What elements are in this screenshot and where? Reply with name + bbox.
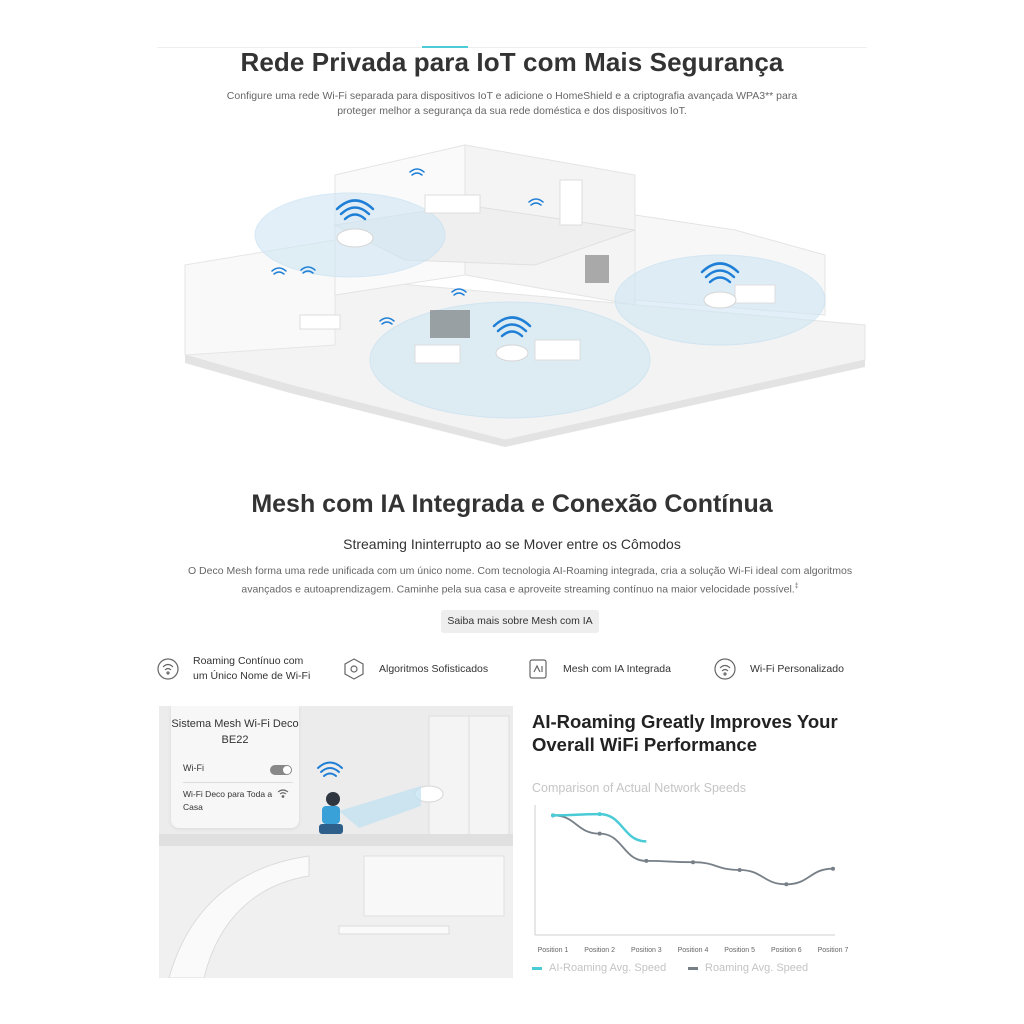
mesh-section-subtitle: Streaming Ininterrupto ao se Mover entre… bbox=[343, 536, 681, 552]
phone-network-name: Wi-Fi Deco para Toda a Casa bbox=[183, 789, 273, 812]
speed-comparison-chart: Position 1 Position 2 Position 3 Position 4… bbox=[534, 805, 849, 954]
phone-wifi-toggle bbox=[270, 765, 292, 775]
x-tick-label: Position 2 bbox=[584, 947, 615, 954]
feature-item-roaming: Roaming Contínuo com um Único Nome de Wi… bbox=[155, 652, 313, 686]
legend-swatch-roaming bbox=[688, 966, 698, 970]
data-point-roaming bbox=[644, 858, 649, 863]
custom-wifi-icon bbox=[712, 656, 738, 682]
iot-section-title: Rede Privada para IoT com Mais Segurança bbox=[240, 47, 784, 77]
data-point-roaming bbox=[784, 882, 789, 887]
data-point-roaming bbox=[691, 860, 695, 865]
mesh-section-title: Mesh com IA Integrada e Conexão Contínua bbox=[251, 490, 773, 518]
phone-card-title: Sistema Mesh Wi-Fi Deco BE22 bbox=[171, 718, 299, 746]
iot-section-description: Configure uma rede Wi-Fi separada para d… bbox=[226, 90, 798, 117]
data-point-ai-roaming bbox=[597, 812, 602, 817]
legend-swatch-ai-roaming bbox=[532, 966, 542, 970]
feature-item-ai-mesh: Mesh com IA Integrada bbox=[525, 652, 671, 686]
data-point-ai-roaming bbox=[551, 813, 555, 818]
x-tick-label: Position 7 bbox=[818, 947, 849, 954]
top-divider-accent bbox=[422, 46, 468, 48]
chart-title: Comparison of Actual Network Speeds bbox=[532, 781, 746, 795]
house-mesh-illustration bbox=[184, 144, 866, 447]
mesh-description-text: O Deco Mesh forma uma rede unificada com… bbox=[187, 565, 853, 596]
feature-label-ai-mesh: Mesh com IA Integrada bbox=[563, 662, 671, 675]
legend-item-roaming: Roaming Avg. Speed bbox=[688, 962, 808, 974]
roaming-scene-photo: Sistema Mesh Wi-Fi Deco BE22 Wi-Fi Wi-Fi… bbox=[159, 706, 513, 978]
feature-label-custom-wifi: Wi-Fi Personalizado bbox=[750, 662, 844, 675]
mesh-description-footnote: ‡ bbox=[794, 583, 799, 590]
algorithm-icon bbox=[341, 656, 367, 682]
data-point-roaming bbox=[737, 868, 742, 872]
phone-divider bbox=[183, 782, 293, 783]
ai-mesh-icon bbox=[525, 656, 551, 682]
roaming-icon bbox=[155, 656, 181, 682]
x-tick-label: Position 3 bbox=[631, 947, 662, 954]
x-tick-label: Position 6 bbox=[771, 947, 802, 954]
feature-item-custom-wifi: Wi-Fi Personalizado bbox=[712, 652, 844, 686]
legend-label-roaming: Roaming Avg. Speed bbox=[705, 962, 809, 974]
top-divider bbox=[157, 47, 867, 48]
feature-label-algorithms: Algoritmos Sofisticados bbox=[379, 662, 489, 675]
x-tick-label: Position 1 bbox=[538, 947, 569, 954]
feature-label-roaming: Roaming Contínuo com um Único Nome de Wi… bbox=[193, 655, 311, 682]
legend-label-ai-roaming: AI-Roaming Avg. Speed bbox=[549, 962, 667, 974]
mesh-section-description: O Deco Mesh forma uma rede unificada com… bbox=[175, 563, 865, 598]
data-point-roaming bbox=[597, 831, 602, 836]
learn-more-ai-mesh-button[interactable]: Saiba mais sobre Mesh com IA bbox=[441, 610, 599, 633]
x-tick-label: Position 5 bbox=[724, 947, 755, 954]
phone-settings-card: Sistema Mesh Wi-Fi Deco BE22 Wi-Fi Wi-Fi… bbox=[171, 706, 299, 828]
legend-item-ai-roaming: AI-Roaming Avg. Speed bbox=[532, 962, 666, 974]
phone-wifi-label: Wi-Fi bbox=[183, 763, 204, 773]
chart-heading: AI-Roaming Greatly Improves Your Overall… bbox=[532, 711, 838, 755]
x-tick-label: Position 4 bbox=[678, 947, 709, 954]
data-point-roaming bbox=[831, 866, 835, 871]
feature-item-algorithms: Algoritmos Sofisticados bbox=[341, 652, 488, 686]
series-line-roaming bbox=[552, 814, 834, 886]
